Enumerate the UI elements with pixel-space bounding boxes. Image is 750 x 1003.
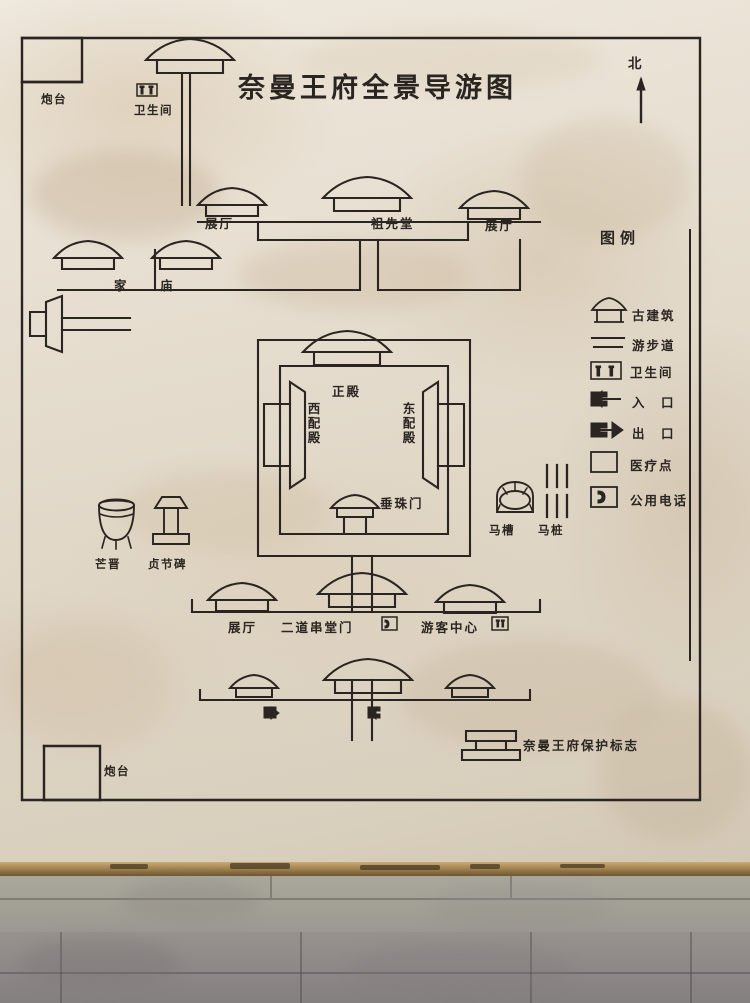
legend-item-public-phone: 公用电话 xyxy=(590,486,688,508)
hitching-posts-label: 马桩 xyxy=(538,523,564,537)
path-network-upper xyxy=(56,220,542,292)
ancestral-hall-label: 祖先堂 xyxy=(370,216,415,231)
family-temple-1-label: 家 xyxy=(114,278,129,293)
bottom-gates-row xyxy=(198,657,532,720)
legend-label-ancient-building: 古建筑 xyxy=(632,308,676,323)
floor-grout xyxy=(270,876,272,898)
public-phone-icon xyxy=(590,486,618,508)
floor-grout xyxy=(300,932,302,1003)
ancient-building-icon xyxy=(590,297,628,323)
restroom-icon xyxy=(590,361,622,380)
legend-label-exit: 出 口 xyxy=(632,426,676,441)
chuizhu-gate-label: 垂珠门 xyxy=(380,496,424,511)
cauldron-label: 芒晋 xyxy=(95,557,121,571)
legend-label-walking-path: 游步道 xyxy=(632,338,676,353)
floor-lower-band xyxy=(0,932,750,1003)
legend-heading: 图例 xyxy=(600,229,640,247)
fort-top-left-label: 炮台 xyxy=(41,92,67,106)
restroom-icon xyxy=(491,616,509,631)
upper-hall-row: 展厅 祖先堂 展厅 xyxy=(196,175,530,233)
floor-smudge xyxy=(20,938,180,988)
trim-chip xyxy=(360,865,440,870)
floor-grout xyxy=(60,932,62,1003)
hall-row-right-label: 展厅 xyxy=(485,218,514,233)
legend-item-entrance: 入 口 xyxy=(590,390,676,410)
legend-label-medical-point: 医疗点 xyxy=(630,458,674,473)
legend-label-restroom: 卫生间 xyxy=(630,365,674,380)
entrance-icon xyxy=(590,390,621,408)
protection-marker-label: 奈曼王府保护标志 xyxy=(522,738,639,753)
walking-path-icon xyxy=(590,336,626,349)
exit-icon xyxy=(263,706,280,720)
legend-label-entrance: 入 口 xyxy=(632,395,676,410)
compass: 北 xyxy=(628,56,646,124)
trim-chip xyxy=(560,864,605,868)
main-hall-label: 正殿 xyxy=(332,384,361,399)
main-courtyard: 正殿 西配殿 东配殿 垂珠门 xyxy=(256,329,472,558)
compound-outer-wall xyxy=(20,36,702,802)
trim-chip xyxy=(230,863,290,869)
horse-trough-feature: 马槽 xyxy=(489,481,534,537)
visitor-center-label: 游客中心 xyxy=(421,620,479,635)
floor-grout xyxy=(0,898,750,900)
floor-smudge xyxy=(120,880,260,920)
trim-chip xyxy=(110,864,148,869)
floor-grout xyxy=(530,932,532,1003)
tourist-map-drawing: 奈曼王府全景导游图 北 炮台 卫生间 xyxy=(20,36,702,802)
legend-item-exit: 出 口 xyxy=(590,421,676,441)
hitching-posts-feature: 马桩 xyxy=(538,463,569,537)
building-restroom-top: 卫生间 xyxy=(134,37,236,207)
restroom-icon xyxy=(136,83,158,97)
protection-marker-feature: 奈曼王府保护标志 xyxy=(460,729,639,762)
map-title: 奈曼王府全景导游图 xyxy=(237,72,517,104)
public-phone-icon xyxy=(381,616,398,631)
entrance-icon xyxy=(367,706,381,720)
east-wing-label: 东配殿 xyxy=(401,401,416,446)
north-arrow-icon xyxy=(636,76,646,124)
floor-smudge xyxy=(430,884,610,928)
family-temple-buildings: 家 庙 xyxy=(52,239,222,293)
exhibition-hall-bottom-label: 展厅 xyxy=(228,620,257,635)
chastity-stele-feature: 贞节碑 xyxy=(148,496,190,571)
cauldron-feature: 芒晋 xyxy=(95,498,135,571)
floor-smudge xyxy=(350,942,570,997)
second-gate-label: 二道串堂门 xyxy=(281,620,354,635)
fort-bottom-left: 炮台 xyxy=(42,744,130,802)
medical-point-icon xyxy=(590,451,618,473)
legend-item-ancient-building: 古建筑 xyxy=(590,297,676,323)
exit-icon xyxy=(590,421,624,439)
floor-grout xyxy=(0,972,750,974)
west-wing-label: 西配殿 xyxy=(306,402,321,446)
trim-chip xyxy=(470,864,500,869)
restroom-top-label: 卫生间 xyxy=(134,103,173,117)
wall-base-trim xyxy=(0,862,750,876)
family-temple-2-label: 庙 xyxy=(160,278,175,293)
horse-trough-label: 马槽 xyxy=(489,523,515,537)
legend-item-medical-point: 医疗点 xyxy=(590,451,674,473)
chastity-stele-label: 贞节碑 xyxy=(148,557,187,571)
west-side-gate xyxy=(28,294,132,354)
floor-grout xyxy=(510,876,512,898)
compass-label: 北 xyxy=(628,56,644,72)
fort-top-left: 炮台 xyxy=(20,36,84,106)
legend: 图例 古建筑 游步道 xyxy=(590,229,691,661)
floor-grout xyxy=(690,932,692,1003)
legend-item-restroom: 卫生间 xyxy=(590,361,674,380)
legend-label-public-phone: 公用电话 xyxy=(630,493,688,508)
legend-item-walking-path: 游步道 xyxy=(590,336,676,353)
fort-bottom-left-label: 炮台 xyxy=(104,764,130,778)
floor-upper-band xyxy=(0,876,750,932)
path-central-axis xyxy=(350,554,374,742)
bottom-hall-row: 展厅 二道串堂门 游客中心 xyxy=(190,571,542,635)
hall-row-left-label: 展厅 xyxy=(205,216,234,231)
